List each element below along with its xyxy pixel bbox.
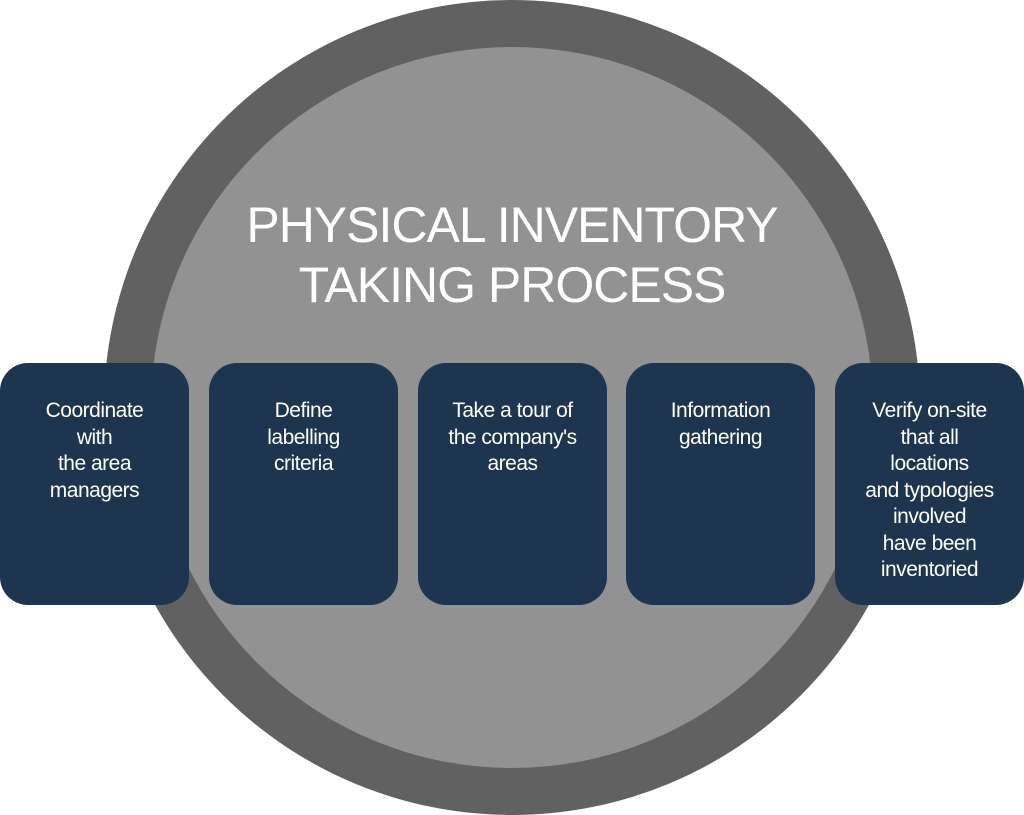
step-3-line: Take a tour of [452,399,573,422]
step-1-line: the area [57,452,132,475]
step-5-line: locations [890,452,969,475]
step-2-line: labelling [267,425,340,449]
step-5-line: and typologies [865,478,994,502]
step-2-line: Define [274,399,333,422]
title-line-2: TAKING PROCESS [298,257,727,313]
step-3-line: areas [487,452,538,475]
step-1-line: managers [49,478,140,502]
step-5-line: have been [882,531,977,555]
step-box-5: Verify on-site that all locations and ty… [835,363,1024,605]
title-line-1: PHYSICAL INVENTORY [246,197,778,253]
step-3-line: the company's [448,425,577,449]
step-5-line: involved [892,505,967,528]
step-1-line: Coordinate [45,399,144,422]
step-box-3: Take a tour of the company's areas [418,363,607,605]
step-box-2: Define labelling criteria [209,363,398,605]
step-4-line: Information [670,399,771,422]
step-2-line: criteria [273,452,334,475]
step-4-line: gathering [678,425,763,449]
step-1-line: with [76,425,113,449]
step-5-line: inventoried [880,558,979,581]
step-box-1: Coordinate with the area managers [0,363,189,605]
diagram-title: PHYSICAL INVENTORY TAKING PROCESS [180,195,844,315]
step-5-line: Verify on-site [872,399,987,422]
step-box-4: Information gathering [626,363,815,605]
step-5-line: that all [900,425,959,449]
